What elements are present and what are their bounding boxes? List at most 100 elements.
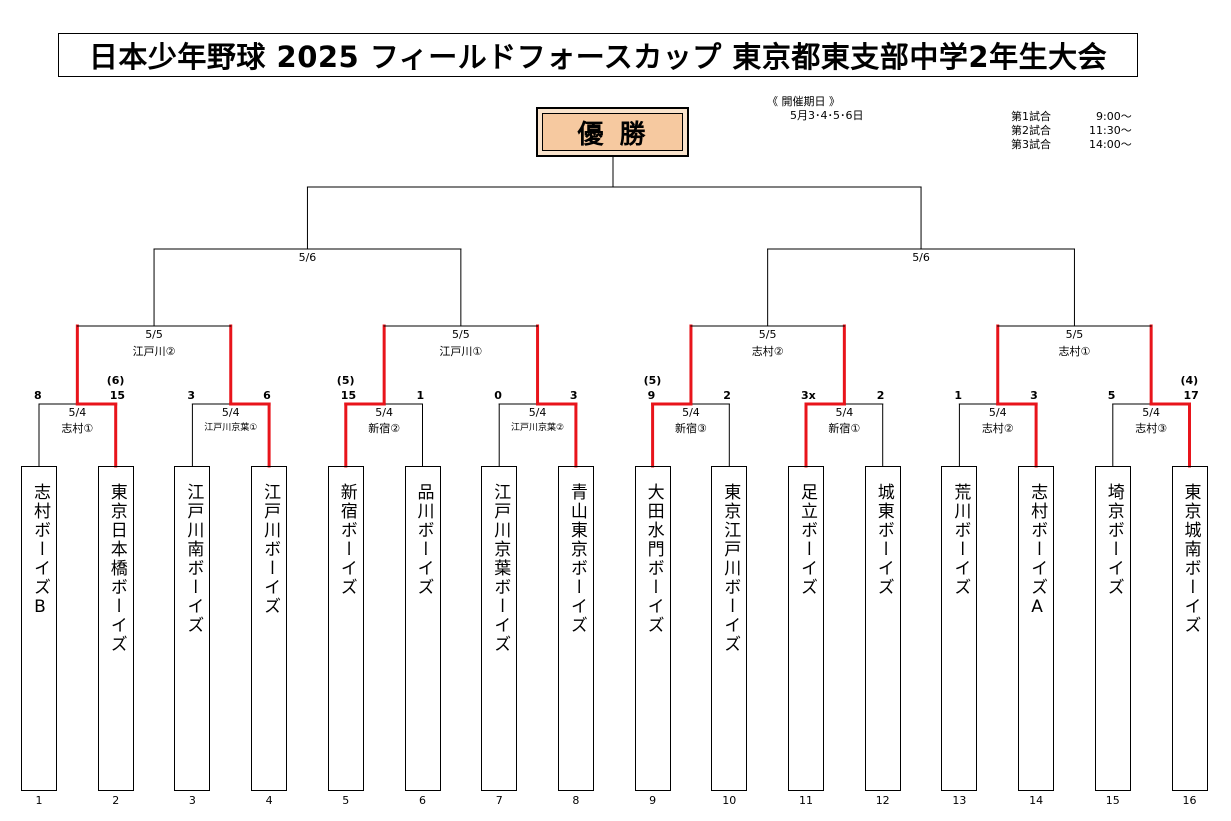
team-name: 江戸川南ボーイズ [183,483,204,635]
team-name: 志村ボーイズA [1027,483,1048,619]
team-box: 足立ボーイズ [788,466,824,791]
score-right: 3 [1030,389,1038,402]
team-box: 江戸川京葉ボーイズ [481,466,518,791]
team-number: 14 [1029,794,1044,807]
page-title: 日本少年野球 2025 フィールドフォースカップ 東京都東支部中学2年生大会 [58,33,1138,77]
team-name: 東京江戸川ボーイズ [720,483,741,654]
team-box: 志村ボーイズA [1018,466,1055,791]
team-box: 城東ボーイズ [864,466,901,791]
score-right: 15 [109,389,125,402]
score-left: 9 [647,389,656,402]
schedule-dates: 5月3･4･5･6日 [790,109,864,122]
team-box: 荒川ボーイズ [941,466,978,791]
team-name: 埼京ボーイズ [1103,483,1124,597]
match-venue: 新宿① [828,422,861,435]
score-left: 5 [1107,389,1116,402]
match-venue: 江戸川② [132,345,176,358]
team-number: 10 [722,794,737,807]
game-1-label: 第1試合 [1011,110,1051,123]
match-date: 5/4 [528,406,547,419]
team-number: 11 [799,794,813,807]
team-box: 青山東京ボーイズ [557,466,594,791]
seed-label: (5) [643,374,662,387]
score-right: 2 [876,389,885,402]
team-name: 荒川ボーイズ [950,483,971,597]
score-left: 8 [34,389,42,402]
match-date: 5/4 [68,406,87,419]
score-left: 15 [340,389,357,402]
match-venue: 新宿③ [675,422,707,435]
score-right: 1 [416,389,425,402]
game-2-label: 第2試合 [1011,124,1051,137]
match-date: 5/5 [145,328,163,341]
seed-label: (4) [1180,374,1199,387]
score-left: 1 [954,389,963,402]
team-box: 志村ボーイズB [21,466,57,791]
match-venue: 江戸川京葉② [511,423,565,433]
team-name: 東京城南ボーイズ [1180,483,1201,635]
team-number: 7 [495,794,503,807]
team-number: 13 [952,794,967,807]
team-box: 新宿ボーイズ [327,466,364,791]
team-number: 1 [35,794,43,807]
team-box: 江戸川南ボーイズ [174,466,211,791]
match-venue: 志村① [61,422,94,435]
team-name: 品川ボーイズ [413,483,434,597]
score-right: 17 [1183,389,1199,402]
team-name: 足立ボーイズ [797,483,817,597]
team-name: 東京日本橋ボーイズ [106,483,127,654]
team-box: 江戸川ボーイズ [251,466,288,791]
match-venue: 志村③ [1135,422,1168,435]
team-number: 3 [188,794,196,807]
game-3-time: 14:00～ [1089,138,1132,151]
team-number: 2 [112,794,120,807]
schedule-header: 《 開催期日 》 [767,95,840,108]
team-number: 8 [572,794,580,807]
match-venue: 新宿② [368,422,401,435]
score-left: 0 [494,389,502,402]
team-box: 大田水門ボーイズ [634,466,671,791]
match-date: 5/4 [221,406,240,419]
score-left: 3 [187,389,196,402]
team-name: 青山東京ボーイズ [566,483,587,635]
match-date: 5/6 [298,251,317,264]
match-venue: 志村① [1058,345,1091,358]
team-number: 4 [265,794,273,807]
champion-label: 優勝 [542,113,683,151]
game-3-label: 第3試合 [1011,138,1051,151]
team-name: 江戸川ボーイズ [260,483,281,616]
seed-label: (5) [336,374,355,387]
match-date: 5/5 [451,328,470,341]
match-date: 5/4 [682,406,700,419]
team-number: 16 [1182,794,1197,807]
team-number: 15 [1105,794,1120,807]
team-box: 東京城南ボーイズ [1171,466,1208,791]
game-2-time: 11:30～ [1089,124,1132,137]
match-venue: 志村② [981,422,1014,435]
score-right: 3 [569,389,578,402]
game-1-time: 9:00～ [1096,110,1132,123]
match-venue: 江戸川① [439,345,483,358]
team-box: 埼京ボーイズ [1094,466,1131,791]
team-number: 12 [875,794,890,807]
match-date: 5/6 [912,251,930,264]
match-date: 5/5 [758,328,777,341]
champion-box: 優勝 [536,107,689,157]
score-left: 3x [801,389,816,402]
score-right: 2 [723,389,731,402]
team-name: 江戸川京葉ボーイズ [490,483,511,654]
team-name: 新宿ボーイズ [336,483,357,597]
seed-label: (6) [106,374,125,387]
match-date: 5/4 [375,406,393,419]
team-box: 東京江戸川ボーイズ [711,466,748,791]
team-name: 城東ボーイズ [873,483,894,597]
team-number: 9 [649,794,657,807]
match-date: 5/4 [1142,406,1160,419]
team-name: 大田水門ボーイズ [643,483,664,635]
score-right: 6 [263,389,271,402]
team-box: 東京日本橋ボーイズ [97,466,134,791]
match-venue: 志村② [751,345,784,358]
team-number: 5 [342,794,350,807]
team-name: 志村ボーイズB [30,483,50,619]
